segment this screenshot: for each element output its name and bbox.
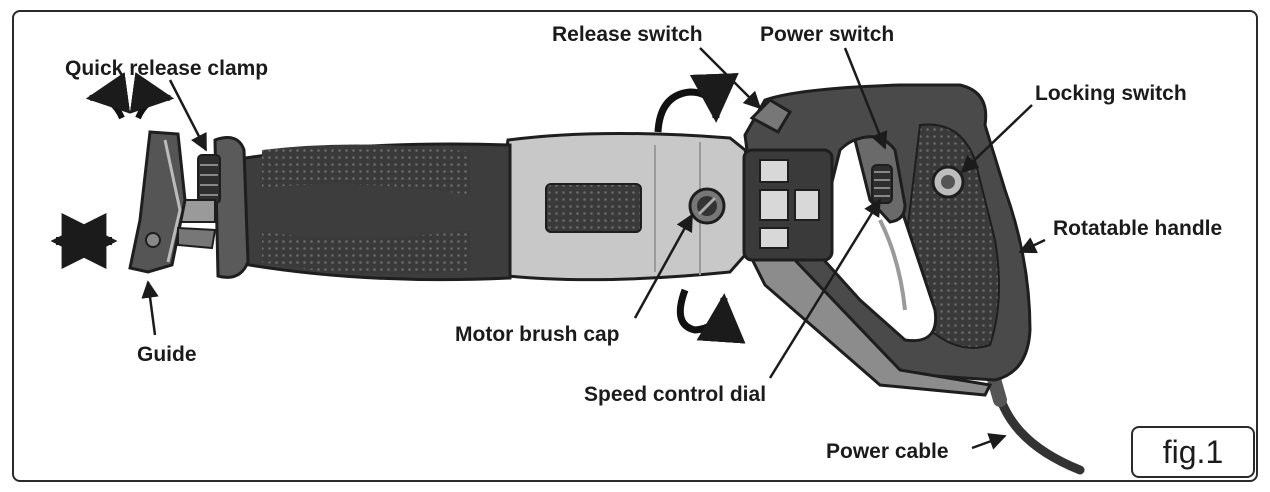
front-grip [230, 142, 512, 282]
handle-brace [747, 253, 993, 397]
callout-locking-switch: Locking switch [1035, 82, 1187, 105]
figure-label: fig.1 [1162, 433, 1224, 470]
power-cable [990, 370, 1085, 475]
callout-quick-release-clamp: Quick release clamp [65, 57, 269, 80]
release-switch [749, 98, 793, 134]
rear-vent-block [742, 148, 834, 262]
callout-rotatable-handle: Rotatable handle [1053, 217, 1223, 240]
speed-control-dial [871, 164, 893, 204]
callout-power-cable: Power cable [826, 440, 949, 463]
leader-lines [141, 47, 1046, 450]
ventilation-grille [545, 183, 642, 233]
front-collar [213, 136, 250, 279]
locking-switch [931, 165, 965, 199]
callout-speed-control-dial: Speed control dial [584, 383, 767, 406]
figure-label-box: fig.1 [1131, 426, 1255, 478]
callout-motor-brush-cap: Motor brush cap [455, 323, 620, 346]
callout-power-switch: Power switch [760, 23, 895, 46]
rotate-arrow-icon [654, 72, 746, 344]
curved-arrow-icon [85, 72, 175, 120]
callout-guide: Guide [137, 343, 197, 366]
guide-shoe [128, 130, 217, 274]
callout-release-switch: Release switch [552, 23, 703, 46]
motor-brush-cap [688, 187, 726, 225]
quick-release-clamp [174, 154, 221, 223]
